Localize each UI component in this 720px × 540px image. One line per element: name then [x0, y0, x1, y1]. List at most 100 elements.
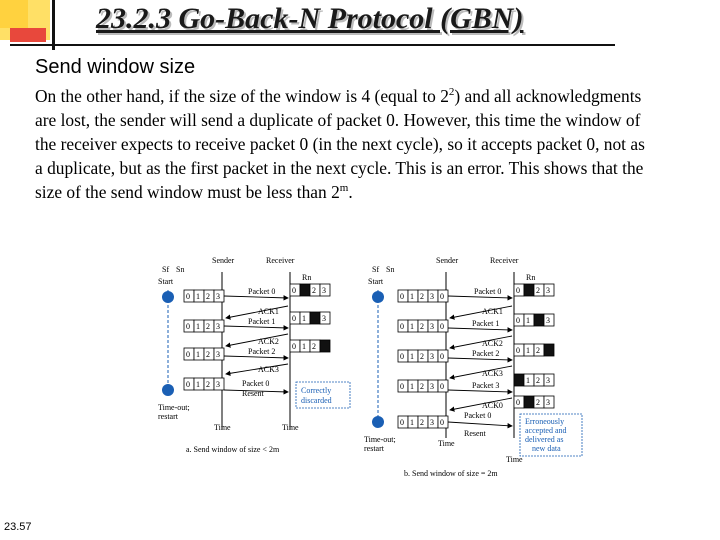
svg-text:1: 1 — [196, 380, 200, 389]
fig-b-packet2-arrow — [447, 357, 513, 363]
fig-a-sn-label: Sn — [176, 265, 184, 274]
svg-text:3: 3 — [322, 314, 326, 323]
svg-text:1: 1 — [410, 292, 414, 301]
svg-text:2: 2 — [536, 398, 540, 407]
paragraph-part-2: ) and all acknowledgments are lost, the … — [35, 86, 645, 202]
fig-b-error-line2: accepted and — [525, 426, 567, 435]
svg-text:3: 3 — [216, 292, 220, 301]
fig-a-packet0-resend-label: Packet 0 — [242, 379, 269, 388]
fig-b-ack3-label: ACK3 — [482, 369, 503, 378]
fig-b-packet3-arrow — [447, 389, 513, 395]
fig-a-caption: a. Send window of size < 2m — [186, 445, 280, 454]
fig-b-receiver-label: Receiver — [490, 256, 519, 265]
fig-b-ack1-arrow — [449, 305, 513, 320]
svg-text:0: 0 — [292, 286, 296, 295]
fig-b-time-sender: Time — [438, 439, 455, 448]
fig-a-time-sender: Time — [214, 423, 231, 432]
fig-a-packet0-label: Packet 0 — [248, 287, 275, 296]
svg-text:1: 1 — [410, 352, 414, 361]
fig-a-sender-label: Sender — [212, 256, 235, 265]
svg-text:0: 0 — [186, 350, 190, 359]
fig-b-ack2-arrow — [449, 335, 513, 350]
fig-a-packet0-arrow — [223, 295, 289, 301]
svg-text:3: 3 — [546, 376, 550, 385]
fig-a-restart-label: restart — [158, 412, 179, 421]
fig-b-start-label: Start — [368, 277, 384, 286]
svg-text:0: 0 — [440, 322, 444, 331]
fig-b-resent-arrow — [447, 421, 513, 429]
fig-a-packet1-arrow — [223, 325, 289, 331]
svg-text:0: 0 — [440, 352, 444, 361]
svg-text:2: 2 — [206, 322, 210, 331]
svg-text:1: 1 — [196, 350, 200, 359]
corner-decoration-red — [10, 28, 46, 42]
fig-b-sn-label: Sn — [386, 265, 394, 274]
svg-text:0: 0 — [440, 382, 444, 391]
svg-text:0: 0 — [516, 346, 520, 355]
fig-b-rn-label: Rn — [526, 273, 535, 282]
svg-text:3: 3 — [430, 292, 434, 301]
svg-text:2: 2 — [420, 292, 424, 301]
fig-a-packet2-arrow — [223, 355, 289, 361]
fig-a-ack2-arrow — [225, 333, 289, 348]
svg-text:2: 2 — [206, 292, 210, 301]
fig-b-error-line4: new data — [532, 444, 561, 453]
svg-text:3: 3 — [216, 322, 220, 331]
fig-a-timer-timeout-icon — [162, 384, 174, 396]
fig-b-ack2-label: ACK2 — [482, 339, 503, 348]
svg-text:0: 0 — [186, 380, 190, 389]
paragraph-part-3: . — [348, 182, 353, 202]
svg-text:2: 2 — [536, 376, 540, 385]
fig-b-ack3-arrow — [449, 365, 513, 380]
svg-text:0: 0 — [516, 316, 520, 325]
svg-text:1: 1 — [410, 322, 414, 331]
fig-a-receiver-label: Receiver — [266, 256, 295, 265]
fig-b-packet3-label: Packet 3 — [472, 381, 499, 390]
fig-b-packet0-resend-label: Packet 0 — [464, 411, 491, 420]
svg-text:2: 2 — [206, 380, 210, 389]
fig-a-ack1-label: ACK1 — [258, 307, 279, 316]
svg-text:0: 0 — [440, 418, 444, 427]
fig-a-ack3-arrow — [225, 363, 289, 376]
fig-b-timer-start-icon — [372, 291, 384, 303]
fig-a-rn-label: Rn — [302, 273, 311, 282]
svg-text:0: 0 — [292, 342, 296, 351]
svg-text:0: 0 — [186, 292, 190, 301]
paragraph-sup-1: 2 — [448, 86, 455, 99]
svg-text:0: 0 — [516, 286, 520, 295]
svg-text:1: 1 — [526, 376, 530, 385]
svg-text:2: 2 — [420, 322, 424, 331]
svg-text:3: 3 — [216, 380, 220, 389]
paragraph-part-1: On the other hand, if the size of the wi… — [35, 86, 449, 106]
svg-text:1: 1 — [302, 314, 306, 323]
svg-text:0: 0 — [400, 322, 404, 331]
svg-text:0: 0 — [400, 418, 404, 427]
svg-text:1: 1 — [526, 346, 530, 355]
fig-a-ack1-arrow — [225, 305, 289, 320]
svg-text:1: 1 — [410, 382, 414, 391]
svg-text:2: 2 — [420, 352, 424, 361]
fig-b-resent-label: Resent — [464, 429, 487, 438]
svg-text:1: 1 — [196, 322, 200, 331]
fig-a-ack2-label: ACK2 — [258, 337, 279, 346]
svg-text:0: 0 — [516, 398, 520, 407]
svg-text:1: 1 — [196, 292, 200, 301]
fig-b-packet1-arrow — [447, 327, 513, 333]
svg-text:2: 2 — [312, 286, 316, 295]
fig-b-sf-label: Sf — [372, 265, 379, 274]
title-vertical-rule — [52, 0, 55, 50]
fig-a-packet2-label: Packet 2 — [248, 347, 275, 356]
fig-b-time-receiver: Time — [506, 455, 523, 464]
